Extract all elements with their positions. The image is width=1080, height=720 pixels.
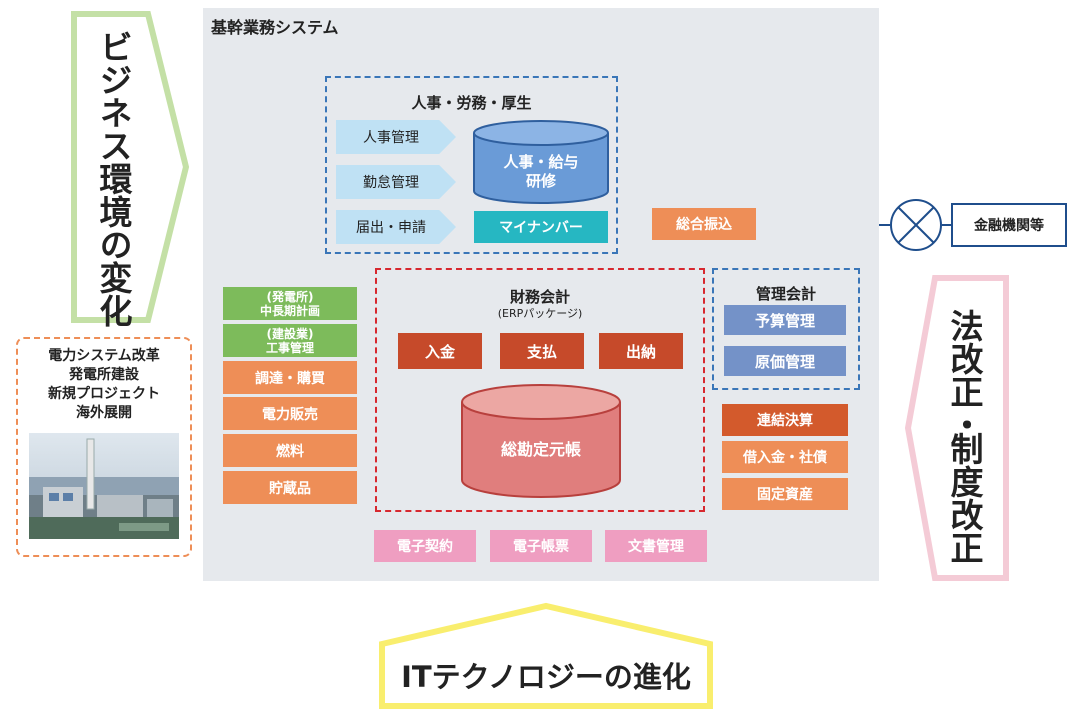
stored-goods-box: 貯蔵品: [223, 471, 357, 504]
plant-plan-line1: (発電所): [266, 289, 314, 304]
management-accounting-frame: [712, 268, 860, 390]
procurement-box: 調達・購買: [223, 361, 357, 394]
finance-group-subtitle: (ERPパッケージ): [497, 307, 583, 320]
finance-group-frame: [375, 268, 705, 512]
construction-line1: (建設業): [266, 326, 314, 341]
hr-database-cylinder: [473, 120, 609, 204]
budget-management-box: 予算管理: [724, 305, 846, 335]
fixed-assets-box: 固定資産: [722, 478, 848, 510]
hr-database-line2: 研修: [525, 172, 556, 190]
power-plant-image: [29, 433, 179, 539]
cash-box: 出納: [599, 333, 683, 369]
plant-plan-box: (発電所) 中長期計画: [223, 287, 357, 320]
cost-management-box: 原価管理: [724, 346, 846, 376]
hr-group-frame: [325, 76, 618, 254]
law-revision-arrow: [904, 275, 1009, 581]
power-sales-box: 電力販売: [223, 397, 357, 430]
management-accounting-title: 管理会計: [755, 285, 816, 303]
business-drivers-text: 電力システム改革 発電所建設 新規プロジェクト 海外展開: [18, 347, 190, 423]
consolidated-settlement-box: 連結決算: [722, 404, 848, 436]
borrowings-bonds-box: 借入金・社債: [722, 441, 848, 473]
it-evolution-arrow: [379, 602, 713, 709]
bulk-transfer-box: 総合振込: [652, 208, 756, 240]
hr-database-line1: 人事・給与: [503, 153, 579, 171]
e-forms-box: 電子帳票: [490, 530, 592, 562]
financial-institutions-box: 金融機関等: [951, 203, 1067, 247]
filing-application-arrow: 届出・申請: [336, 210, 456, 244]
driver-item: 海外展開: [76, 405, 132, 421]
driver-item: 電力システム改革: [48, 348, 160, 364]
driver-item: 発電所建設: [69, 367, 139, 383]
plant-plan-line2: 中長期計画: [259, 303, 320, 318]
business-change-label: ビジネス環境の変化: [94, 30, 133, 327]
finance-group-title: 財務会計: [509, 288, 570, 306]
core-system-title: 基幹業務システム: [211, 18, 339, 37]
power-plant-photo: [29, 433, 179, 539]
general-ledger-label: 総勘定元帳: [500, 440, 581, 459]
payment-box: 支払: [500, 333, 584, 369]
law-revision-line2: 制度改正: [945, 432, 984, 564]
construction-box: (建設業) 工事管理: [223, 324, 357, 357]
law-revision-line1: 法改正・: [945, 309, 984, 441]
it-evolution-label: ITテクノロジーの進化: [401, 660, 691, 694]
business-change-arrow: [71, 11, 190, 323]
fuel-box: 燃料: [223, 434, 357, 467]
gateway-x-icon: [890, 199, 942, 251]
deposit-box: 入金: [398, 333, 482, 369]
driver-item: 新規プロジェクト: [48, 386, 160, 402]
e-contract-box: 電子契約: [374, 530, 476, 562]
attendance-management-arrow: 勤怠管理: [336, 165, 456, 199]
law-revision-label: 法改正・ 制度改正: [945, 300, 1006, 564]
general-ledger-cylinder: [461, 384, 621, 498]
hr-database-label: 人事・給与 研修: [470, 148, 612, 196]
mynumber-box: マイナンバー: [474, 211, 608, 243]
business-drivers-frame: [16, 337, 192, 557]
construction-line2: 工事管理: [265, 340, 314, 355]
hr-management-arrow: 人事管理: [336, 120, 456, 154]
document-management-box: 文書管理: [605, 530, 707, 562]
hr-group-title: 人事・労務・厚生: [411, 94, 532, 112]
